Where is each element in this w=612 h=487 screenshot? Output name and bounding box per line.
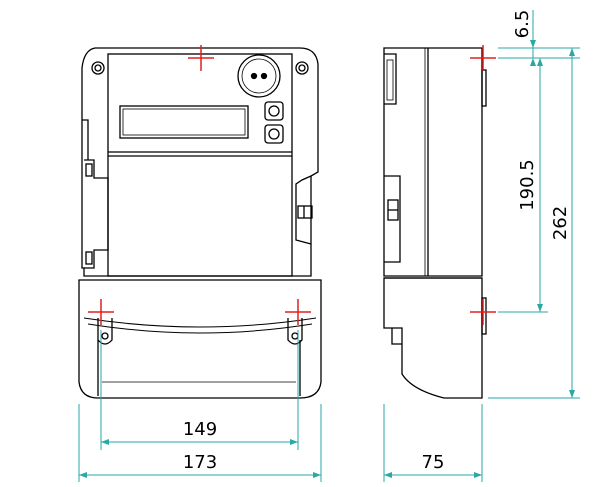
front-cover-frame	[107, 53, 293, 277]
lcd-window	[119, 105, 249, 139]
dim-label-top-offset: 6.5	[512, 10, 533, 39]
side-housing-outline	[383, 47, 483, 277]
side-din-clip	[384, 175, 401, 263]
side-terminal-cover	[383, 277, 483, 399]
optical-port	[237, 54, 281, 98]
dimension-lines: 149 173 75 6.5 190.5 262	[78, 10, 580, 482]
front-housing-outline	[81, 47, 319, 277]
side-top-clip	[384, 53, 397, 105]
button-icon	[264, 101, 284, 144]
front-view	[78, 47, 322, 399]
dim-label-depth: 75	[422, 452, 445, 473]
dim-label-total-width: 173	[183, 452, 217, 473]
seal-lug	[97, 318, 303, 345]
dim-label-mount-vertical: 190.5	[517, 159, 538, 211]
screw-icon	[91, 61, 309, 75]
side-view	[383, 47, 487, 399]
terminal-cover	[78, 279, 322, 399]
right-side-clip	[295, 175, 312, 245]
dim-label-total-height: 262	[550, 206, 571, 240]
dim-label-mount-horizontal: 149	[183, 419, 217, 440]
mount-crosshair-icon	[88, 45, 496, 325]
left-side-clip	[84, 159, 109, 269]
